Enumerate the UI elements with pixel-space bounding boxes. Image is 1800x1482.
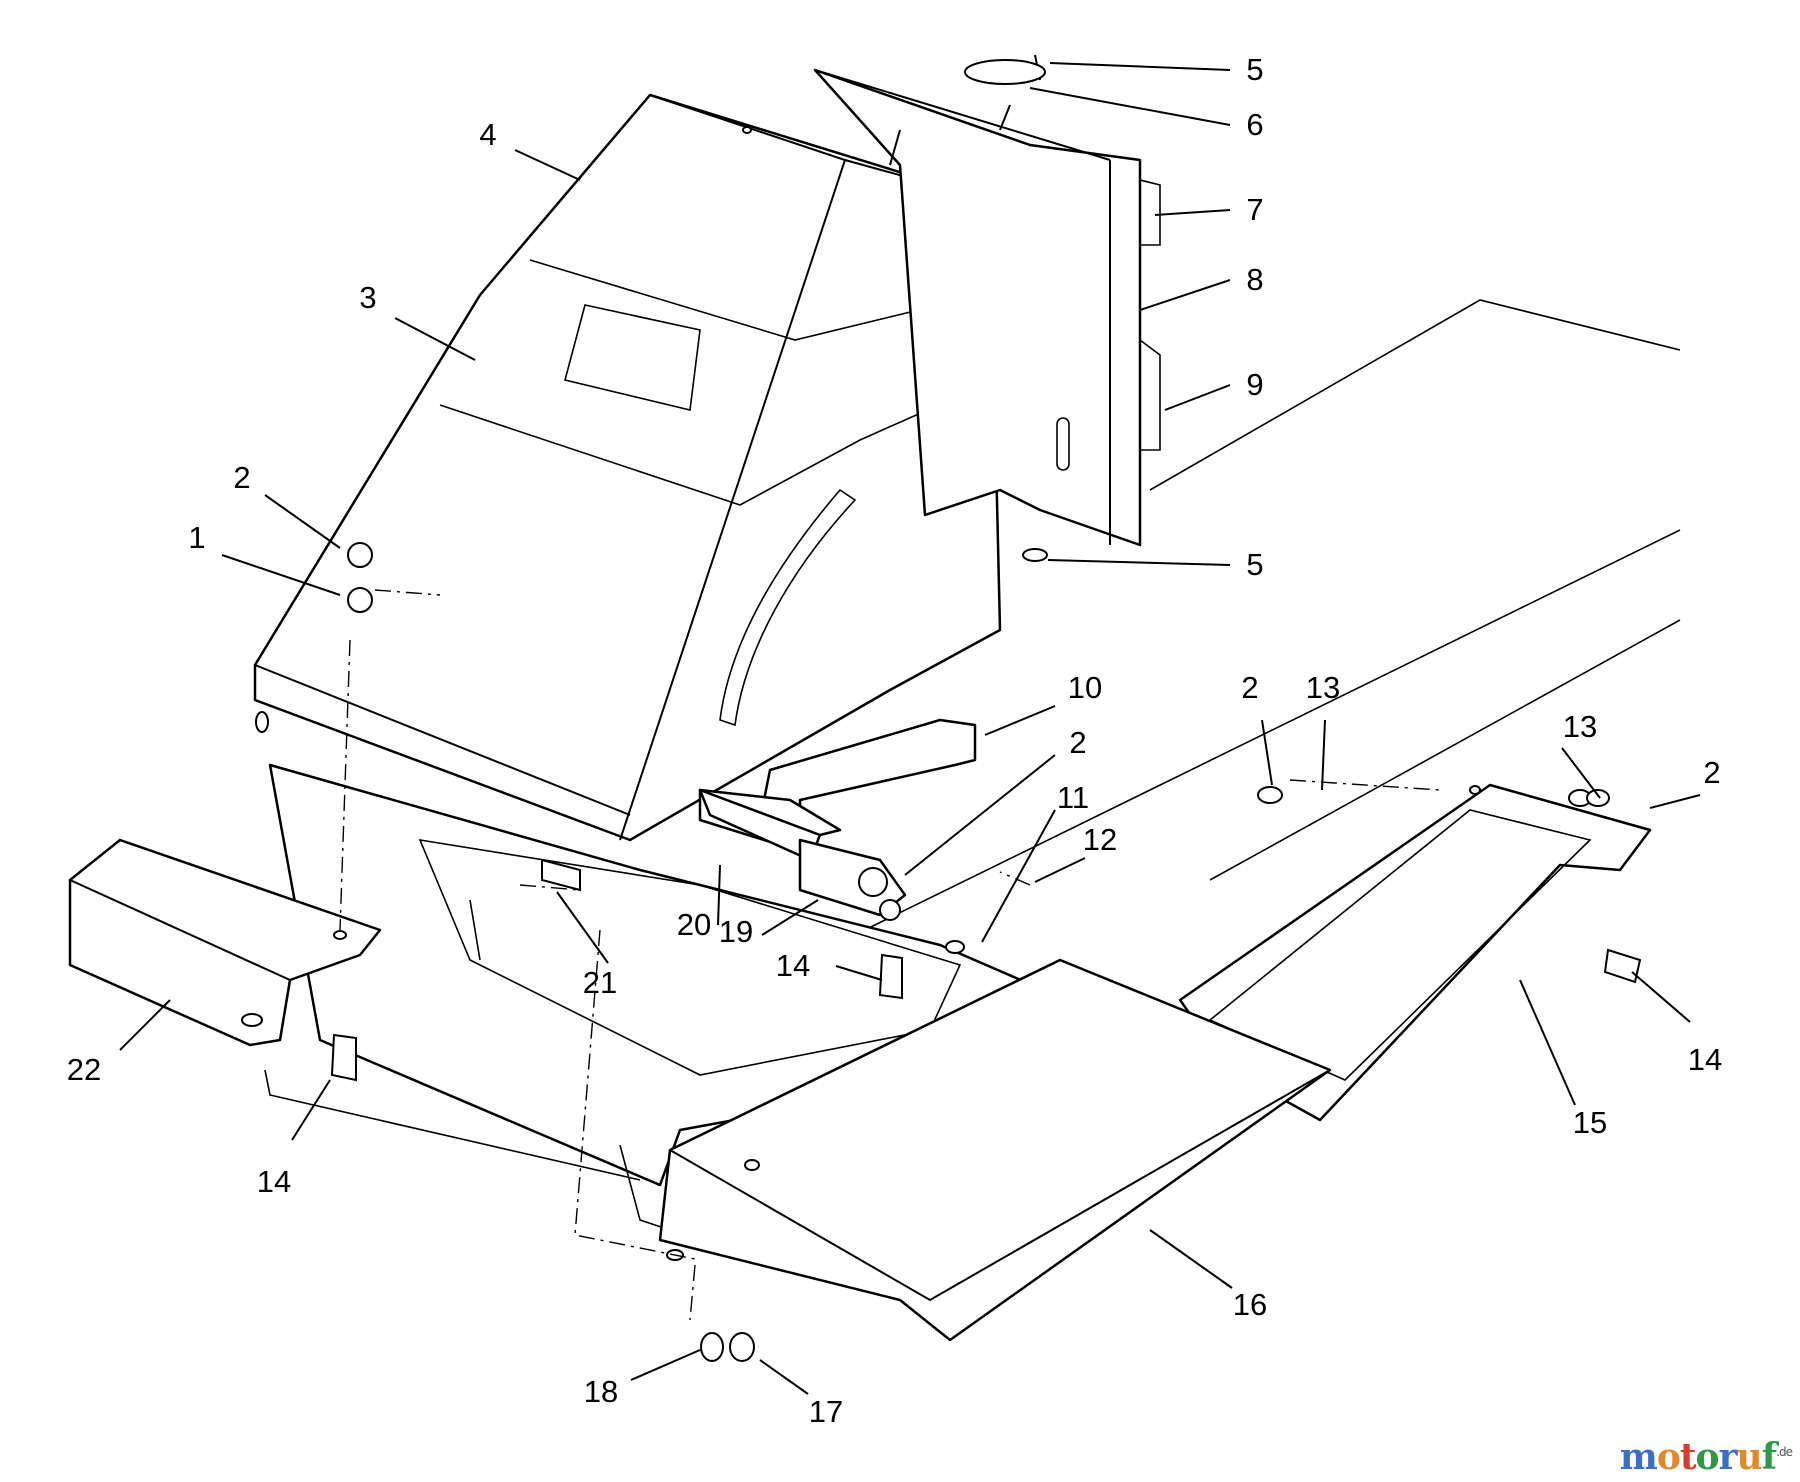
callout-label: 14 [776, 948, 810, 983]
nut-icon [1586, 789, 1610, 807]
callout-label: 9 [1246, 367, 1263, 402]
callout-leader-line [1154, 209, 1231, 216]
bolt-icon [1603, 948, 1642, 984]
bolt-icon [330, 1033, 357, 1082]
callout-leader-line [1519, 979, 1576, 1106]
callout-label: 15 [1573, 1105, 1607, 1140]
callout-label: 13 [1563, 709, 1597, 744]
washer-icon [945, 940, 965, 954]
callout-label: 14 [257, 1164, 291, 1199]
nut-icon [1257, 786, 1283, 804]
callout-leader-line [1649, 794, 1701, 809]
callout-label: 2 [1703, 755, 1720, 790]
callout-label: 6 [1246, 107, 1263, 142]
callout-label: 7 [1246, 192, 1263, 227]
callout-label: 2 [1241, 670, 1258, 705]
callout-leader-line [264, 494, 341, 549]
callout-label: 2 [1069, 725, 1086, 760]
handle-rod [698, 718, 977, 921]
bolt-icon [878, 953, 903, 1000]
hopper-housing [253, 93, 1002, 842]
logo-letter: o [1656, 1436, 1681, 1478]
screw-icon [1022, 548, 1048, 562]
callout-label: 17 [809, 1394, 843, 1429]
callout-leader-line [904, 754, 1056, 876]
callout-label: 22 [67, 1052, 101, 1087]
callout-leader-line [984, 705, 1056, 736]
logo-letter: t [1679, 1436, 1697, 1478]
callout-label: 3 [359, 280, 376, 315]
nut-icon [729, 1332, 755, 1362]
callout-leader-line [119, 999, 171, 1051]
callout-label: 13 [1306, 670, 1340, 705]
callout-leader-line [394, 317, 476, 361]
rear-panel [813, 68, 1161, 547]
callout-leader-line [759, 1359, 809, 1395]
retainer-icon [964, 59, 1046, 85]
hardware [330, 54, 1642, 1362]
callout-leader-line [556, 891, 609, 964]
leader-lines [119, 62, 1701, 1395]
callout-leader-line [1261, 719, 1273, 786]
callout-label: 21 [583, 965, 617, 1000]
callout-label: 8 [1246, 262, 1263, 297]
callout-label: 16 [1233, 1287, 1267, 1322]
callout-leader-line [1139, 279, 1231, 311]
assembly-lines [339, 589, 1441, 1321]
callout-label: 2 [233, 460, 250, 495]
washer-icon [700, 1332, 724, 1362]
callout-leader-line [1034, 857, 1086, 883]
callout-label: 20 [677, 907, 711, 942]
callout-label: 18 [584, 1374, 618, 1409]
logo-letter: f [1761, 1436, 1777, 1478]
callout-label: 11 [1057, 780, 1089, 815]
callout-label: 10 [1068, 670, 1102, 705]
callout-leader-line [221, 554, 341, 596]
left-flap [68, 838, 382, 1047]
callout-leader-line [1029, 87, 1231, 126]
watermark-logo: motoruf.de [1619, 1436, 1793, 1478]
callout-leader-line [291, 1079, 331, 1141]
callout-leader-line [835, 965, 883, 981]
callout-leader-line [1049, 62, 1231, 71]
callout-label: 1 [188, 520, 205, 555]
callout-leader-line [1164, 384, 1231, 411]
callout-label: 14 [1688, 1042, 1722, 1077]
callout-leader-line [630, 1349, 701, 1381]
logo-letter: m [1619, 1436, 1658, 1478]
callout-leader-line [981, 809, 1056, 943]
callout-leader-line [761, 899, 819, 936]
callout-leader-line [1631, 971, 1691, 1023]
logo-letter: r [1718, 1436, 1738, 1478]
callout-leader-line [1149, 1229, 1233, 1289]
right-panels [658, 783, 1652, 1342]
callout-leader-line [1321, 719, 1326, 791]
callout-label: 19 [719, 914, 753, 949]
callout-numbers: 5 6 7 8 9 5 4 3 2 1 10 2 11 12 20 19 21 … [67, 52, 1722, 1429]
logo-letter: u [1736, 1436, 1762, 1478]
callout-leader-line [1561, 747, 1601, 799]
callout-leader-line [1047, 559, 1231, 566]
logo-letter: o [1695, 1436, 1720, 1478]
callout-label: 4 [479, 117, 496, 152]
callout-label: 5 [1246, 547, 1263, 582]
nut-icon [347, 542, 373, 568]
bolt-icon [541, 858, 581, 892]
callout-label: 12 [1083, 822, 1117, 857]
washer-icon [347, 587, 373, 613]
callout-leader-line [717, 864, 721, 926]
callout-leader-line [514, 149, 581, 181]
callout-label: 5 [1246, 52, 1263, 87]
logo-suffix: .de [1776, 1445, 1793, 1459]
